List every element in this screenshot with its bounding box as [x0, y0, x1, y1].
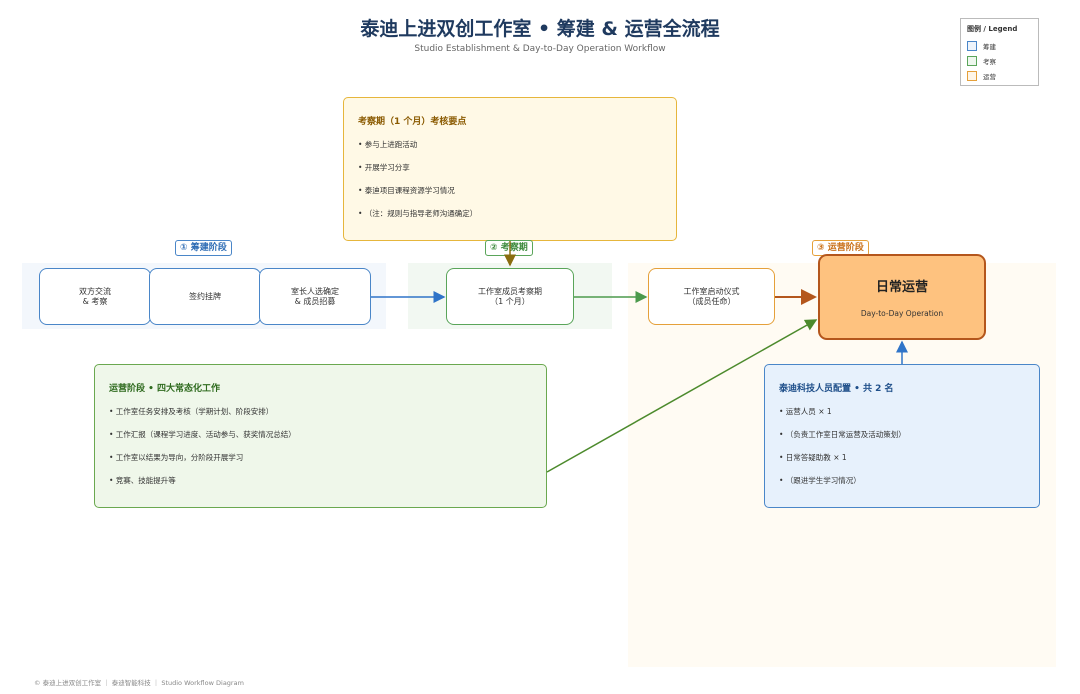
node-leader-label: 室长人选确定 & 成员招募 — [291, 286, 339, 306]
staff-item: • （跟进学生学习情况） — [779, 476, 861, 485]
inspection-item: • 泰迪项目课程资源学习情况 — [358, 186, 455, 195]
operation-item: • 竞赛、技能提升等 — [109, 476, 176, 485]
node-probation: 工作室成员考察期 （1 个月） — [446, 268, 574, 325]
staff-card: 泰迪科技人员配置 • 共 2 名 • 运营人员 × 1 • （负责工作室日常运营… — [764, 364, 1040, 508]
node-sign: 签约挂牌 — [149, 268, 261, 325]
node-exchange: 双方交流 & 考察 — [39, 268, 151, 325]
stage-label-build: ① 筹建阶段 — [175, 240, 232, 256]
inspection-card: 考察期（1 个月）考核要点 • 参与上进跑活动 • 开展学习分享 • 泰迪项目课… — [343, 97, 677, 241]
legend-swatch-inspect — [967, 55, 977, 66]
daily-operation-title: 日常运营 — [875, 280, 928, 295]
operation-item: • 工作汇报（课程学习进度、活动参与、获奖情况总结） — [109, 430, 296, 439]
operation-item: • 工作室任务安排及考核（学期计划、阶段安排） — [109, 407, 274, 416]
page-subtitle: Studio Establishment & Day-to-Day Operat… — [414, 44, 666, 54]
node-sign-label: 签约挂牌 — [189, 291, 221, 301]
legend-label-inspect: 考察 — [983, 57, 996, 66]
footer-text: © 泰迪上进双创工作室 ｜ 泰迪智能科技 ｜ Studio Workflow D… — [34, 679, 244, 687]
legend-label-operate: 运营 — [983, 72, 996, 81]
staff-item: • 日常答疑助教 × 1 — [779, 453, 847, 462]
node-launch: 工作室启动仪式 （成员任命） — [648, 268, 775, 325]
legend-swatch-build — [967, 40, 977, 51]
page-title: 泰迪上进双创工作室 • 筹建 & 运营全流程 — [360, 18, 720, 40]
arrow-work-to-operation — [546, 319, 818, 473]
daily-operation-subtitle: Day-to-Day Operation — [860, 309, 944, 318]
inspection-card-title: 考察期（1 个月）考核要点 — [358, 117, 467, 127]
operation-card: 运营阶段 • 四大常态化工作 • 工作室任务安排及考核（学期计划、阶段安排） •… — [94, 364, 547, 508]
legend-title: 图例 / Legend — [967, 25, 1018, 33]
node-leader: 室长人选确定 & 成员招募 — [259, 268, 371, 325]
node-exchange-label: 双方交流 & 考察 — [79, 286, 111, 306]
staff-card-title: 泰迪科技人员配置 • 共 2 名 — [779, 384, 894, 394]
node-launch-label: 工作室启动仪式 （成员任命） — [683, 286, 740, 306]
legend-item-operate: 运营 — [967, 70, 1032, 81]
node-probation-label: 工作室成员考察期 （1 个月） — [478, 286, 542, 306]
legend-label-build: 筹建 — [983, 42, 996, 51]
operation-item: • 工作室以结果为导向，分阶段开展学习 — [109, 453, 244, 462]
legend-item-inspect: 考察 — [967, 55, 1032, 66]
legend-item-build: 筹建 — [967, 40, 1032, 51]
staff-item: • 运营人员 × 1 — [779, 407, 832, 416]
operation-card-title: 运营阶段 • 四大常态化工作 — [109, 384, 221, 394]
staff-item: • （负责工作室日常运营及活动策划） — [779, 430, 906, 439]
legend-swatch-operate — [967, 70, 977, 81]
node-daily-operation: 日常运营 Day-to-Day Operation — [818, 254, 986, 340]
inspection-item: • 开展学习分享 — [358, 163, 410, 172]
legend: 图例 / Legend 筹建 考察 运营 — [960, 18, 1039, 86]
inspection-item: • 参与上进跑活动 — [358, 140, 418, 149]
inspection-item: • （注：规则与指导老师沟通确定） — [358, 209, 478, 218]
